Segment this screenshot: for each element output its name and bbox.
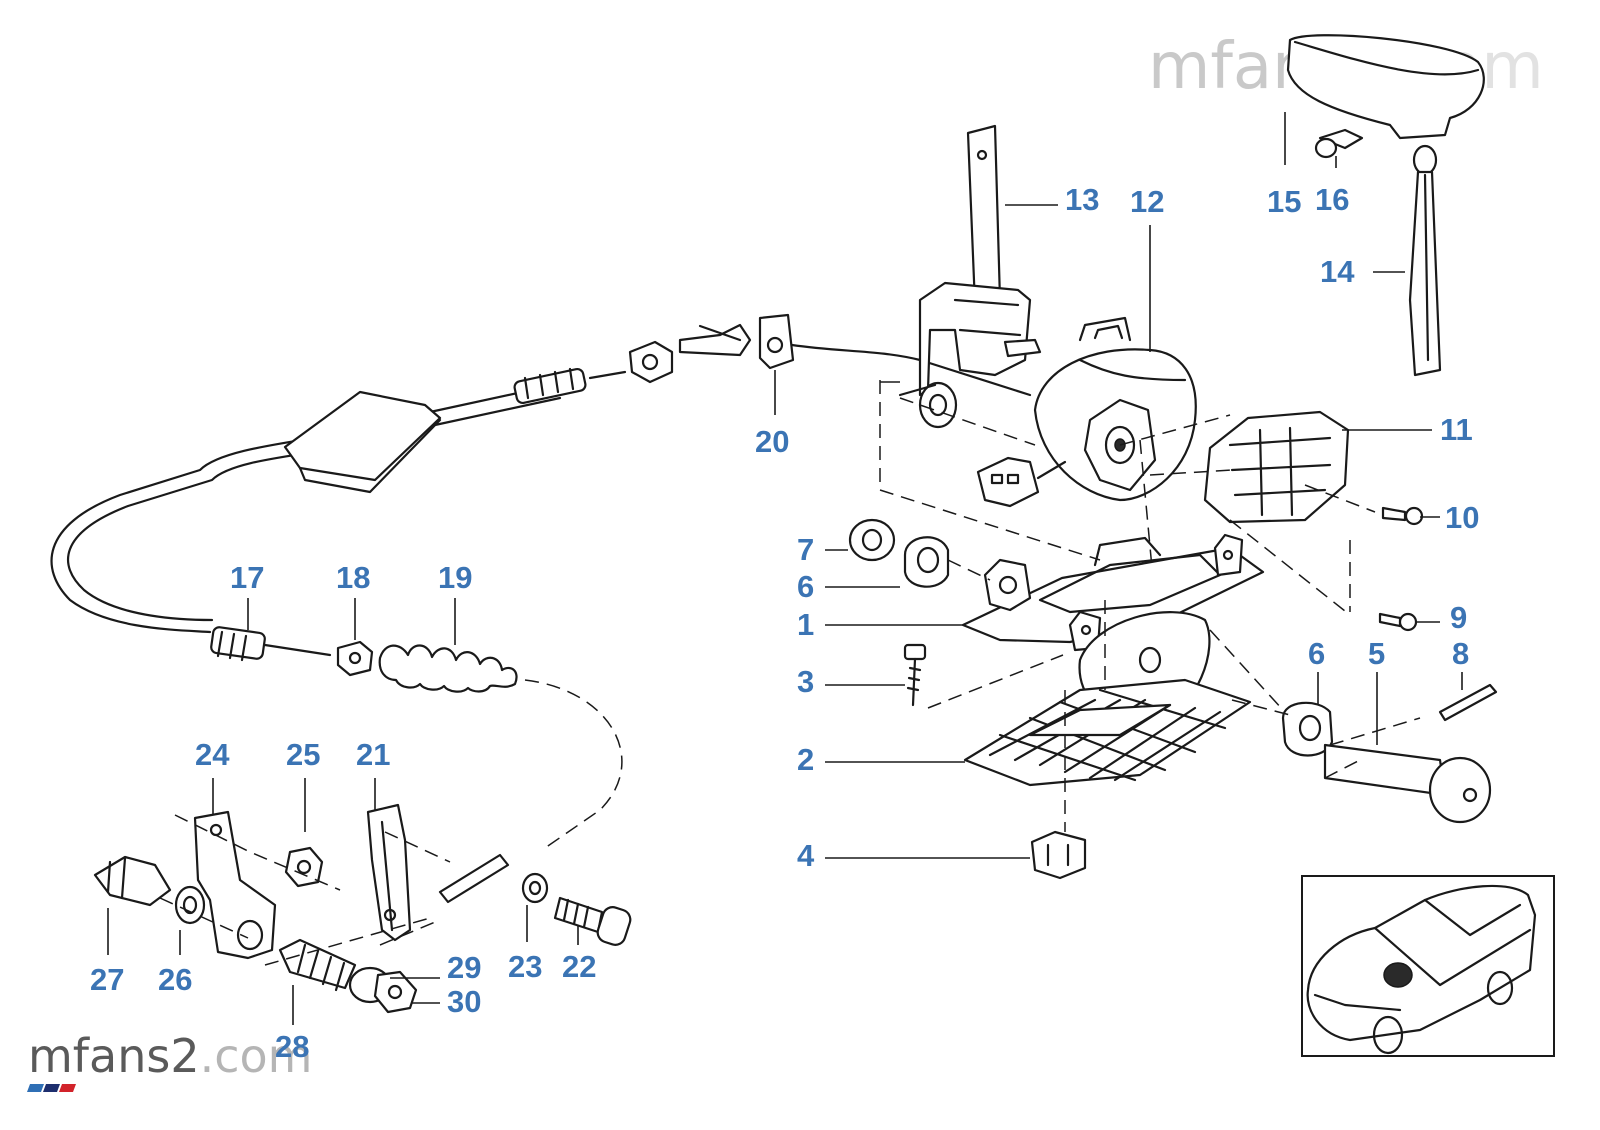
callout-23: 23 xyxy=(508,949,542,984)
callout-26: 26 xyxy=(158,962,192,997)
shifter-housing xyxy=(879,124,1424,632)
callout-19: 19 xyxy=(438,560,472,595)
callout-20: 20 xyxy=(755,424,789,459)
watermark-bottom: mfans2.com xyxy=(28,1029,312,1083)
lower-linkage xyxy=(93,803,632,1014)
callout-21: 21 xyxy=(356,737,390,772)
callout-18: 18 xyxy=(336,560,370,595)
callout-labels: 13 12 15 16 14 11 10 9 20 7 6 1 3 2 4 6 … xyxy=(90,182,1479,1064)
callout-29: 29 xyxy=(447,950,481,985)
callout-17: 17 xyxy=(230,560,264,595)
callout-16: 16 xyxy=(1315,182,1349,217)
callout-22: 22 xyxy=(562,949,596,984)
callout-14: 14 xyxy=(1320,254,1355,289)
callout-8: 8 xyxy=(1452,636,1469,671)
leader-lines xyxy=(107,112,1463,1025)
callout-4: 4 xyxy=(797,838,815,873)
callout-6b: 6 xyxy=(1308,636,1325,671)
m-stripes-logo xyxy=(27,1084,76,1092)
callout-24: 24 xyxy=(195,737,230,772)
callout-1: 1 xyxy=(797,607,814,642)
callout-11: 11 xyxy=(1440,412,1473,447)
callout-5: 5 xyxy=(1368,636,1385,671)
car-location-icon xyxy=(1301,875,1555,1057)
callout-27: 27 xyxy=(90,962,124,997)
callout-10: 10 xyxy=(1445,500,1479,535)
callout-3: 3 xyxy=(797,664,814,699)
callout-9: 9 xyxy=(1450,600,1467,635)
callout-30: 30 xyxy=(447,984,481,1019)
callout-6a: 6 xyxy=(797,569,814,604)
base-plate xyxy=(848,518,1498,880)
callout-15: 15 xyxy=(1267,184,1301,219)
callout-2: 2 xyxy=(797,742,814,777)
callout-12: 12 xyxy=(1130,184,1164,219)
callout-25: 25 xyxy=(286,737,320,772)
shift-cable xyxy=(50,313,1032,849)
callout-28: 28 xyxy=(275,1029,309,1064)
callout-7: 7 xyxy=(797,532,814,567)
shift-knob xyxy=(1286,34,1485,377)
callout-13: 13 xyxy=(1065,182,1099,217)
